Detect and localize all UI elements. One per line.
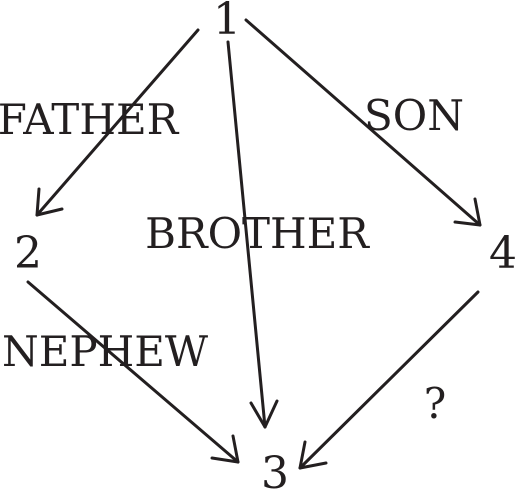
edge-label-son: SON bbox=[364, 91, 464, 140]
edge-label-brother: BROTHER bbox=[145, 209, 370, 258]
edge-1-3 bbox=[226, 40, 279, 429]
node-2-label: 2 bbox=[14, 228, 42, 279]
edge-4-3 bbox=[298, 290, 480, 470]
edge-2-3 bbox=[26, 280, 240, 464]
edge-label-unknown: ? bbox=[424, 379, 447, 428]
node-3-label: 3 bbox=[261, 448, 289, 490]
edge-label-nephew: NEPHEW bbox=[2, 327, 209, 376]
edge-1-2 bbox=[35, 28, 200, 217]
node-1-label: 1 bbox=[213, 0, 241, 45]
edge-1-4 bbox=[244, 18, 482, 227]
edge-label-father: FATHER bbox=[0, 95, 180, 144]
node-4-label: 4 bbox=[489, 228, 517, 279]
